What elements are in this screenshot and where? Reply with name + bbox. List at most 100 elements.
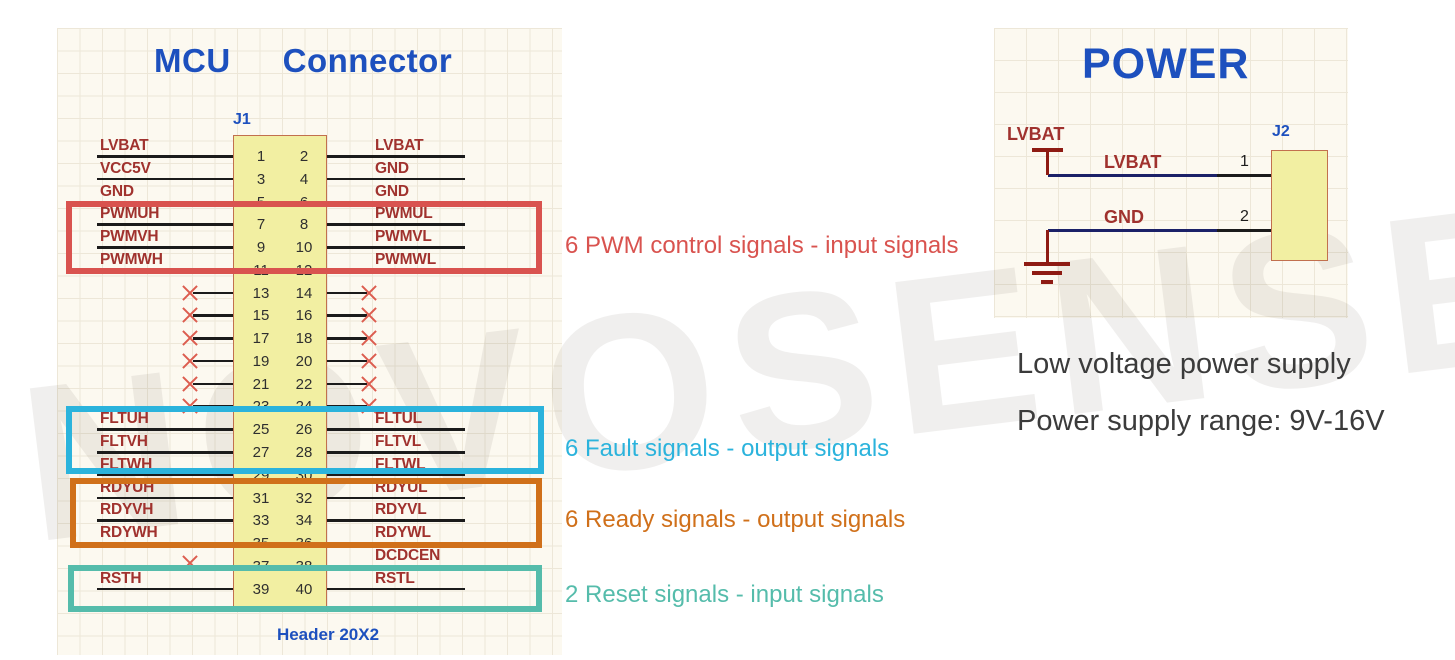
power-net-label: LVBAT <box>1104 152 1162 172</box>
wire <box>327 359 367 363</box>
wire <box>97 428 233 431</box>
wire <box>327 246 465 249</box>
pin-number: 13 <box>252 284 270 302</box>
pin-number: 10 <box>295 239 313 257</box>
power-net-wire <box>1048 229 1217 232</box>
pin-number: 16 <box>295 307 313 325</box>
net-label: RDYWH <box>100 524 158 542</box>
net-label: FLTVH <box>100 433 148 450</box>
net-label: GND <box>375 182 409 200</box>
mcu-title-word2: Connector <box>282 42 453 79</box>
reset-callout-box <box>68 565 542 612</box>
wire <box>97 246 233 249</box>
power-net-label: GND <box>1104 207 1144 227</box>
net-label: LVBAT <box>375 137 424 154</box>
net-label: GND <box>100 182 134 200</box>
no-connect-x-icon <box>181 375 199 393</box>
pin-number: 28 <box>295 444 313 461</box>
ground-bar3-icon <box>1041 280 1053 284</box>
pin-number: 14 <box>295 284 313 302</box>
power-pin-number: 1 <box>1240 153 1249 170</box>
wire <box>327 473 465 477</box>
pin-number: 21 <box>252 375 270 393</box>
pin-number: 17 <box>252 330 270 348</box>
net-label: DCDCEN <box>375 546 441 564</box>
wire <box>327 177 465 181</box>
wire <box>193 359 233 363</box>
pin-number: 31 <box>252 489 270 507</box>
wire <box>193 291 233 295</box>
wire <box>327 382 367 386</box>
net-label: FLTUL <box>375 410 422 428</box>
pin-number: 4 <box>299 170 309 188</box>
fault-annotation: 6 Fault signals - output signals <box>565 435 890 462</box>
wire <box>327 337 367 340</box>
wire <box>327 519 465 522</box>
net-label: GND <box>375 159 409 177</box>
pin-number: 32 <box>295 489 313 507</box>
wire <box>97 519 233 522</box>
pin-number: 9 <box>256 239 266 257</box>
no-connect-x-icon <box>181 352 199 370</box>
wire <box>97 587 233 591</box>
pin-number: 25 <box>252 421 270 439</box>
mcu-connector-title: MCU Connector <box>154 42 452 80</box>
no-connect-x-icon <box>181 306 199 324</box>
power-note-line2: Power supply range: 9V-16V <box>1017 405 1385 437</box>
wire <box>97 496 233 500</box>
wire <box>327 291 367 295</box>
pin-number: 7 <box>256 216 266 234</box>
net-label: FLTVL <box>375 433 422 450</box>
wire <box>327 314 367 317</box>
power-title: POWER <box>1082 40 1250 88</box>
wire <box>97 177 233 181</box>
wire <box>193 337 233 340</box>
pin-number: 3 <box>256 170 266 188</box>
j2-designator: J2 <box>1272 123 1290 140</box>
net-label: RSTL <box>375 569 415 587</box>
net-label: RDYWL <box>375 524 431 542</box>
pin-number: 2 <box>299 148 309 165</box>
j2-connector-body <box>1271 150 1328 261</box>
wire <box>327 451 465 454</box>
net-label: PWMUL <box>375 205 433 223</box>
wire <box>97 451 233 454</box>
no-connect-x-icon <box>360 375 378 393</box>
wire <box>327 428 465 431</box>
wire <box>193 314 233 317</box>
pin-number: 22 <box>295 375 313 393</box>
net-label: RDYVL <box>375 501 427 519</box>
pin-number: 20 <box>295 352 313 370</box>
wire <box>327 155 465 158</box>
wire <box>97 223 233 226</box>
pin-number: 33 <box>252 512 270 530</box>
wire <box>97 155 233 158</box>
reset-annotation: 2 Reset signals - input signals <box>565 581 884 608</box>
mcu-title-word1: MCU <box>154 42 231 79</box>
power-pin-stub <box>1217 229 1271 232</box>
no-connect-x-icon <box>181 329 199 347</box>
pin-number: 18 <box>295 330 313 348</box>
no-connect-x-icon <box>360 306 378 324</box>
net-label: RDYVH <box>100 501 154 519</box>
ready-annotation: 6 Ready signals - output signals <box>565 506 906 533</box>
power-pin-stub <box>1217 174 1271 177</box>
j1-connector-body <box>233 135 327 612</box>
no-connect-x-icon <box>360 352 378 370</box>
no-connect-x-icon <box>181 284 199 302</box>
pin-number: 40 <box>295 580 313 598</box>
wire <box>97 473 233 477</box>
ground-stem-icon <box>1046 230 1049 263</box>
net-label: PWMVL <box>375 228 432 246</box>
pwm-callout-box <box>66 201 542 274</box>
pin-number: 26 <box>295 421 313 439</box>
ground-bar1-icon <box>1024 262 1070 266</box>
net-label: PWMUH <box>100 205 160 223</box>
wire <box>327 223 465 226</box>
no-connect-x-icon <box>360 329 378 347</box>
pin-number: 19 <box>252 352 270 370</box>
pin-number: 15 <box>252 307 270 325</box>
pwm-annotation: 6 PWM control signals - input signals <box>565 232 959 259</box>
ground-bar2-icon <box>1032 271 1062 275</box>
